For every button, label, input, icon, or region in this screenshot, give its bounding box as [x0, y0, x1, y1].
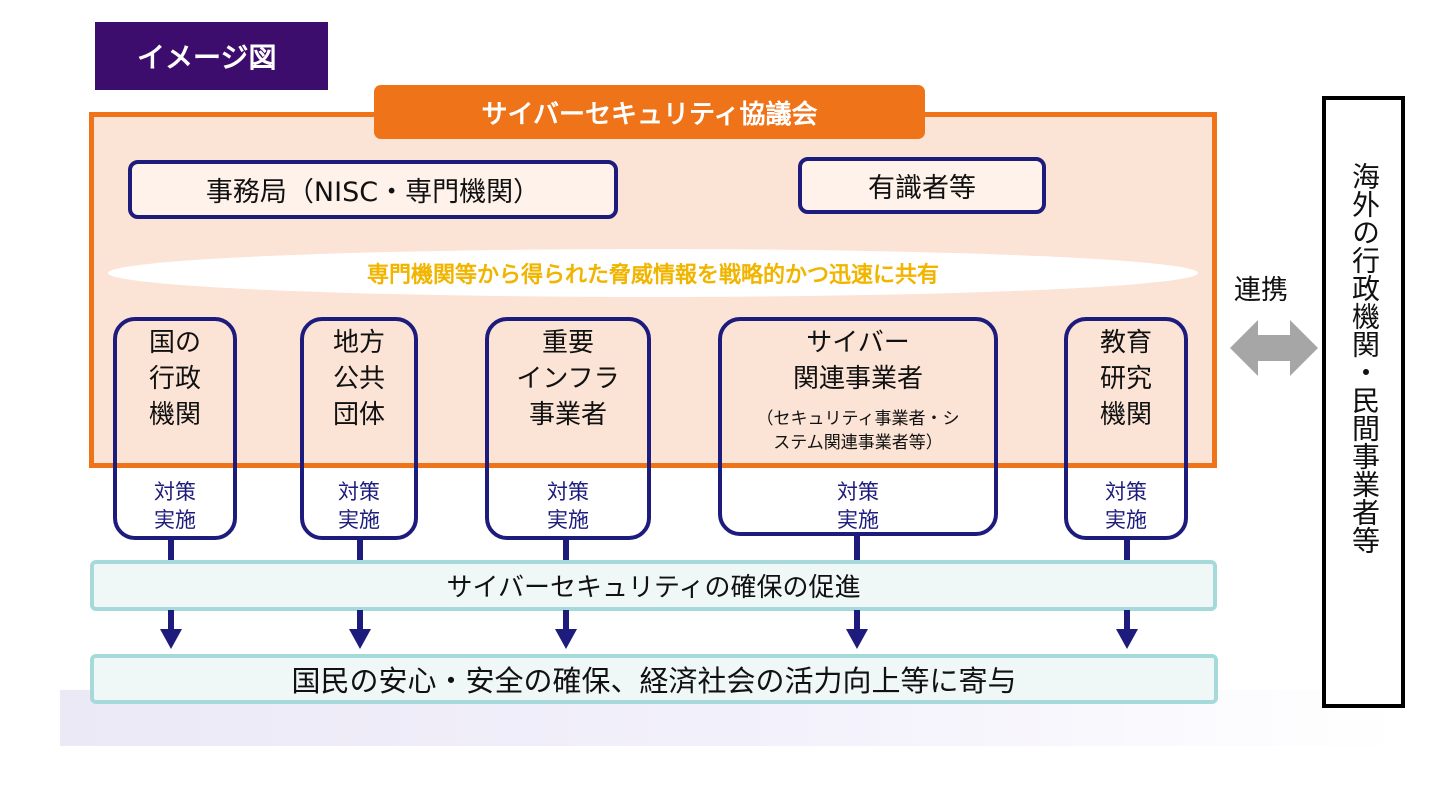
actor-name: サイバー 関連事業者: [792, 328, 923, 394]
actor-local-government: 地方 公共 団体 対策 実施: [300, 317, 418, 540]
secretariat-box: 事務局（NISC・専門機関）: [128, 160, 618, 219]
connector-line: [168, 538, 174, 562]
actor-national-government: 国の 行政 機関 対策 実施: [113, 317, 237, 540]
down-arrow-icon: [846, 610, 868, 649]
actor-name: 地方 公共 団体: [332, 328, 385, 430]
down-arrow-icon: [1116, 610, 1138, 649]
council-title: サイバーセキュリティ協議会: [374, 85, 925, 139]
actor-action: 対策 実施: [547, 480, 589, 532]
connector-line: [357, 538, 363, 562]
down-arrow-icon: [555, 610, 577, 649]
actor-action: 対策 実施: [837, 480, 879, 532]
connector-line: [854, 534, 860, 562]
actor-name: 教育 研究 機関: [1099, 328, 1152, 430]
overseas-partners-box: 海外の行政機関・民間事業者等: [1322, 96, 1405, 708]
actor-education-research: 教育 研究 機関 対策 実施: [1064, 317, 1188, 540]
outcome-bar: 国民の安心・安全の確保、経済社会の活力向上等に寄与: [90, 654, 1218, 704]
actor-name: 重要 インフラ 事業者: [516, 328, 620, 430]
connector-line: [1124, 538, 1130, 562]
threat-sharing-banner: 専門機関等から得られた脅威情報を戦略的かつ迅速に共有: [108, 249, 1198, 297]
actor-action: 対策 実施: [1105, 480, 1147, 532]
down-arrow-icon: [160, 610, 182, 649]
double-arrow-icon: [1230, 320, 1318, 376]
actor-critical-infrastructure: 重要 インフラ 事業者 対策 実施: [485, 317, 651, 540]
actor-cyber-business: サイバー 関連事業者 （セキュリティ事業者・シ ステム関連事業者等） 対策 実施: [718, 317, 998, 536]
actor-note: （セキュリティ事業者・シ ステム関連事業者等）: [756, 409, 960, 453]
image-tag: イメージ図: [95, 22, 328, 90]
actor-action: 対策 実施: [338, 480, 380, 532]
experts-box: 有識者等: [798, 157, 1046, 214]
down-arrow-icon: [349, 610, 371, 649]
actor-name: 国の 行政 機関: [148, 328, 201, 430]
cooperation-label: 連携: [1234, 275, 1288, 306]
actor-action: 対策 実施: [154, 480, 196, 532]
promotion-bar: サイバーセキュリティの確保の促進: [90, 560, 1217, 611]
connector-line: [563, 538, 569, 562]
